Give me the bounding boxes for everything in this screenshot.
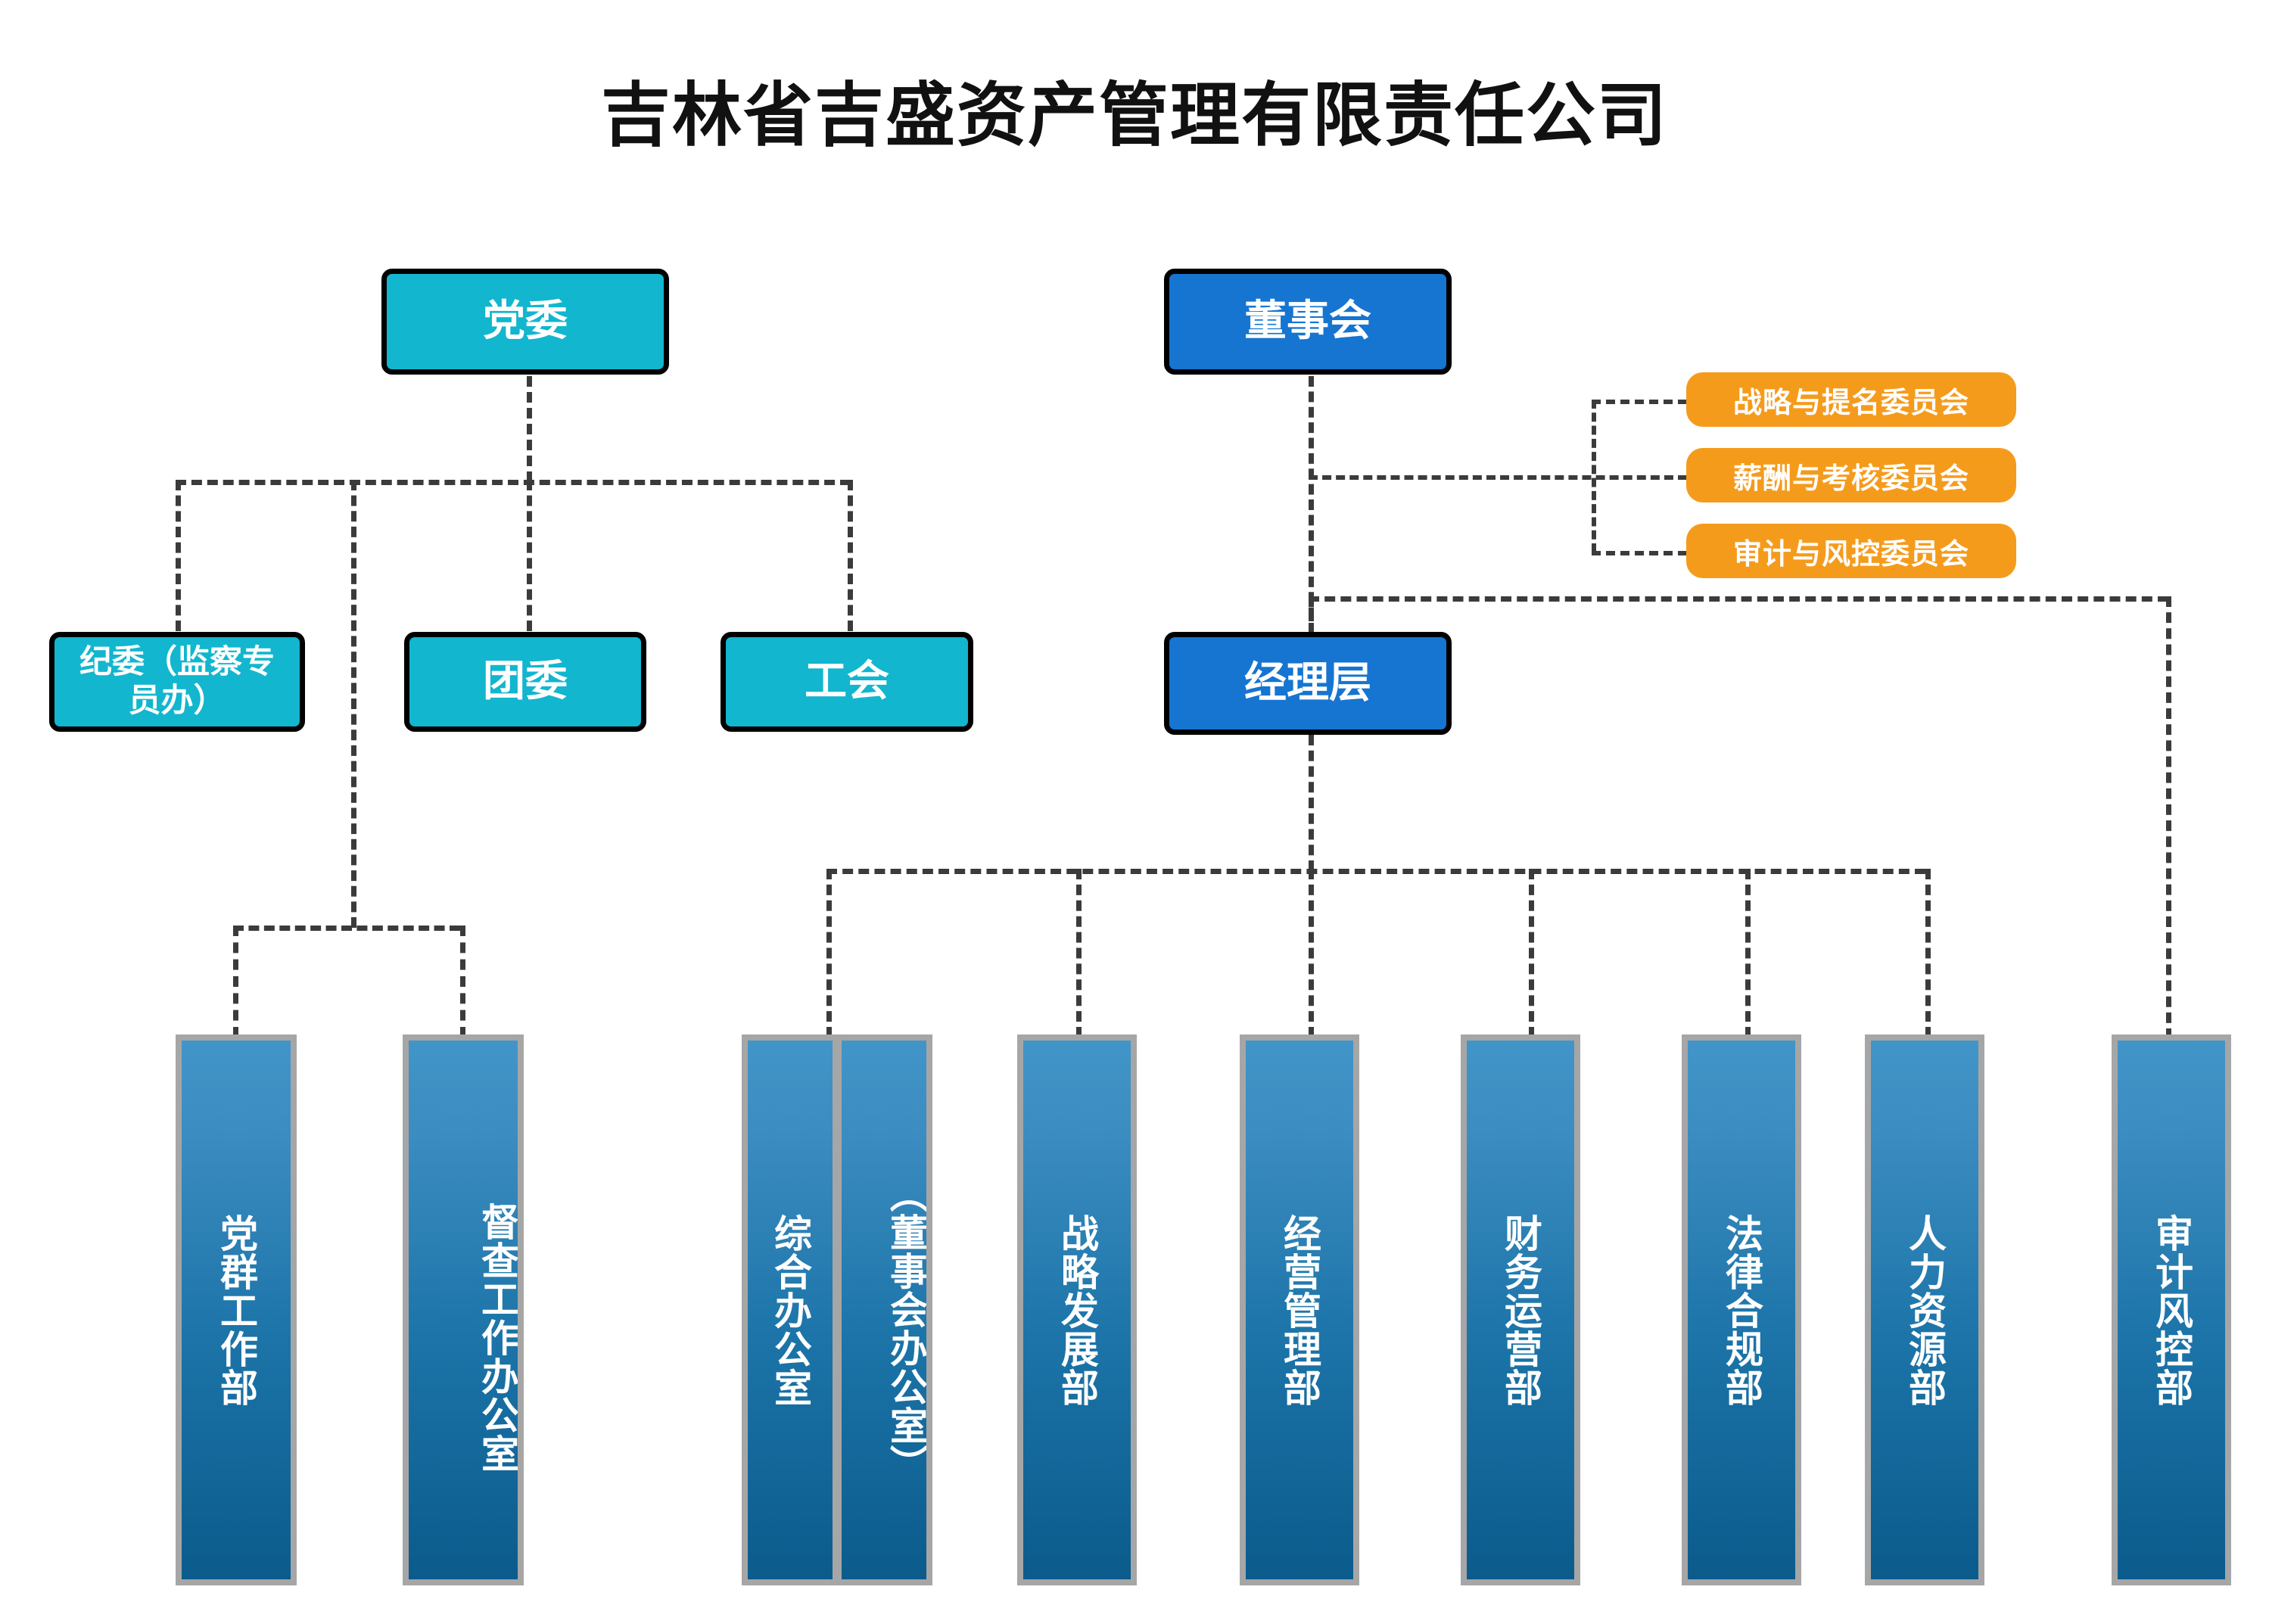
dept-label: 经营管理部 [1278, 1213, 1321, 1407]
pill-label: 战略与提名委员会 [1732, 385, 1969, 419]
dept-legal-compliance[interactable]: 法律合规部 [1682, 1034, 1801, 1585]
connector-mgmt-dept-3 [1309, 869, 1314, 1038]
connector-mgmt-dept-2 [1076, 869, 1082, 1038]
node-board-of-directors[interactable]: 董事会 [1164, 269, 1452, 375]
dept-human-resources[interactable]: 人力资源部 [1865, 1034, 1984, 1585]
node-party-committee[interactable]: 党委 [381, 269, 669, 375]
pill-strategy-nomination-committee[interactable]: 战略与提名委员会 [1686, 372, 2016, 427]
dept-label: 人力资源部 [1903, 1213, 1947, 1407]
node-label: 董事会 [1244, 296, 1371, 346]
connector-dept-ducha [460, 926, 465, 1038]
dept-business-management[interactable]: 经营管理部 [1240, 1034, 1359, 1585]
connector-management-bus [826, 869, 1925, 874]
connector-party-dept-stem [351, 480, 356, 928]
connector-management-stem [1309, 735, 1314, 871]
pill-compensation-appraisal-committee[interactable]: 薪酬与考核委员会 [1686, 448, 2016, 502]
connector-mgmt-dept-5 [1745, 869, 1751, 1038]
connector-dept-dangqun [233, 926, 238, 1038]
dept-supervision-office[interactable]: 督查工作办公室 [403, 1034, 524, 1585]
pill-label: 薪酬与考核委员会 [1732, 461, 1969, 495]
connector-board-stem [1309, 376, 1314, 633]
connector-party-to-tuanwei [527, 480, 532, 631]
dept-general-office[interactable]: 综合办公室 [742, 1034, 839, 1585]
connector-committee-spine [1592, 400, 1596, 552]
node-label: 团委 [483, 656, 568, 706]
connector-party-to-jiwei [176, 480, 181, 631]
pill-audit-risk-committee[interactable]: 审计与风控委员会 [1686, 524, 2016, 578]
node-label: 经理层 [1244, 658, 1371, 708]
dept-label: （董事会办公室） [884, 1174, 928, 1483]
node-youth-league[interactable]: 团委 [404, 632, 646, 732]
connector-party-stem [527, 376, 532, 482]
node-label: 纪委（监察专员办） [79, 643, 275, 720]
pill-label: 审计与风控委员会 [1732, 537, 1969, 571]
node-discipline-committee[interactable]: 纪委（监察专员办） [49, 632, 305, 732]
connector-party-to-gonghui [848, 480, 853, 631]
node-labor-union[interactable]: 工会 [721, 632, 973, 732]
dept-board-office[interactable]: （董事会办公室） [836, 1034, 932, 1585]
dept-label: 财务运营部 [1499, 1213, 1542, 1407]
dept-label: 审计风控部 [2149, 1213, 2193, 1407]
connector-board-to-audit-v [2166, 596, 2171, 1039]
connector-party-dept-bus [233, 926, 460, 931]
dept-finance-operations[interactable]: 财务运营部 [1461, 1034, 1580, 1585]
dept-audit-risk-control[interactable]: 审计风控部 [2112, 1034, 2231, 1585]
connector-board-to-management [1309, 596, 1314, 636]
dept-label: 法律合规部 [1720, 1213, 1763, 1407]
connector-mgmt-dept-6 [1925, 869, 1931, 1038]
connector-committee-stub-1 [1592, 400, 1687, 404]
node-management-layer[interactable]: 经理层 [1164, 632, 1452, 735]
connector-committee-stub-3 [1592, 551, 1687, 555]
page-title: 吉林省吉盛资产管理有限责任公司 [600, 75, 1668, 156]
dept-label: 综合办公室 [768, 1213, 812, 1407]
connector-board-to-audit-h [1309, 596, 2168, 602]
node-label: 工会 [805, 656, 889, 706]
connector-party-bus [176, 480, 851, 485]
dept-strategy-development[interactable]: 战略发展部 [1017, 1034, 1137, 1585]
connector-mgmt-dept-1 [826, 869, 832, 1038]
dept-label: 党群工作部 [214, 1213, 258, 1407]
dept-label: 督查工作办公室 [475, 1202, 519, 1473]
dept-label: 战略发展部 [1055, 1213, 1099, 1407]
connector-mgmt-dept-4 [1529, 869, 1534, 1038]
node-label: 党委 [483, 296, 568, 346]
dept-party-mass-work[interactable]: 党群工作部 [176, 1034, 297, 1585]
connector-board-to-committee-bus [1309, 475, 1687, 480]
